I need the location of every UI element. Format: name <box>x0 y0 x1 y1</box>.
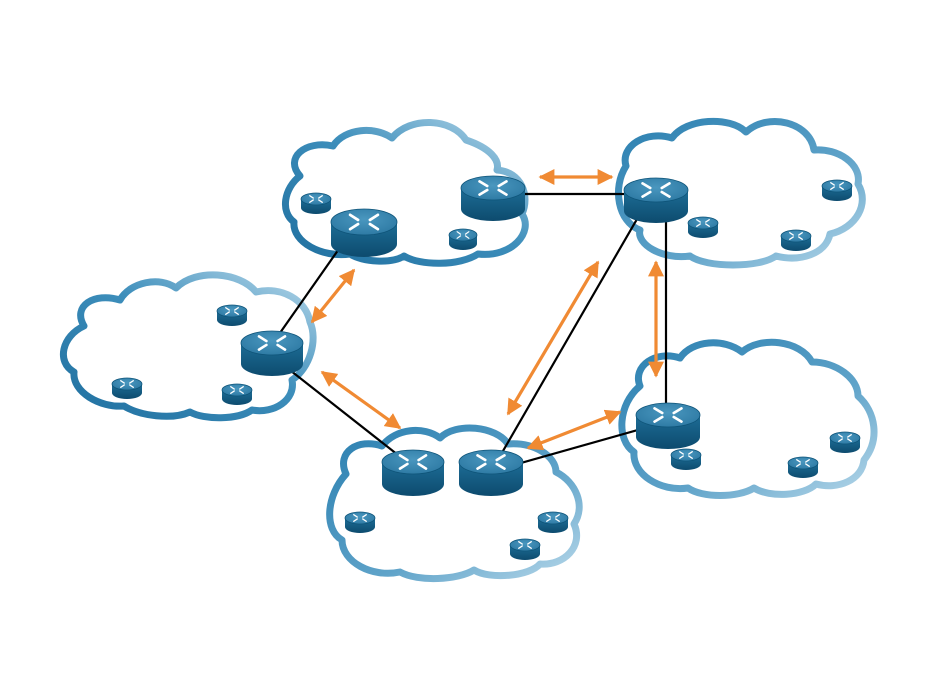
router-icon <box>787 456 819 478</box>
router-body <box>461 188 525 221</box>
router-icon <box>821 179 853 201</box>
router-top <box>537 511 569 525</box>
router-body <box>636 415 700 449</box>
router-top <box>216 304 248 318</box>
router-body <box>822 186 852 201</box>
router-top <box>300 192 332 206</box>
router-top <box>780 229 812 243</box>
router-icon <box>537 511 569 533</box>
router-icon <box>687 216 719 238</box>
router-top <box>344 511 376 525</box>
router-icon <box>829 431 861 453</box>
router-icon <box>635 402 701 449</box>
router-top <box>381 449 445 475</box>
cloud-icon <box>618 338 878 499</box>
router-top <box>458 449 524 475</box>
router-icon <box>448 228 478 250</box>
router-top <box>670 448 702 462</box>
router-mark <box>478 180 508 196</box>
router-icon <box>221 383 253 405</box>
router-body <box>217 311 247 326</box>
cloud-group <box>60 117 878 583</box>
network-link <box>267 235 349 351</box>
router-mark <box>838 434 852 442</box>
router-top <box>687 216 719 230</box>
router-body <box>688 223 718 238</box>
router-top <box>448 228 478 242</box>
router-icon <box>670 448 702 470</box>
router-top <box>111 377 143 391</box>
router-mark <box>679 451 693 459</box>
router-top <box>330 208 398 236</box>
router-icon <box>300 192 332 214</box>
router-body <box>222 390 252 405</box>
router-mark <box>789 232 803 240</box>
router-mark <box>225 307 239 315</box>
router-top <box>240 330 304 356</box>
router-icon <box>623 177 689 223</box>
bidirectional-arrow <box>506 260 600 416</box>
router-top <box>460 175 526 201</box>
router-body <box>788 463 818 478</box>
router-body <box>449 235 477 250</box>
router-body <box>830 438 860 453</box>
router-mark <box>348 213 380 231</box>
router-body <box>671 455 701 470</box>
router-icon <box>509 538 541 560</box>
router-top <box>623 177 689 203</box>
router-body <box>331 222 397 257</box>
router-icon <box>460 175 526 221</box>
cloud-icon <box>615 117 866 269</box>
router-mark <box>398 454 428 470</box>
router-top <box>821 179 853 193</box>
router-mark <box>476 454 506 470</box>
router-mark <box>230 386 244 394</box>
bidirectional-arrow <box>310 268 356 324</box>
router-icon <box>330 208 398 257</box>
router-icon <box>780 229 812 251</box>
router-top <box>635 402 701 428</box>
router-mark <box>696 219 710 227</box>
router-mark <box>353 514 367 522</box>
router-mark <box>796 459 810 467</box>
router-body <box>538 518 568 533</box>
router-body <box>345 518 375 533</box>
router-mark <box>641 182 671 198</box>
router-icon <box>344 511 376 533</box>
router-body <box>112 384 142 399</box>
router-body <box>510 545 540 560</box>
router-mark <box>456 231 470 239</box>
router-top <box>829 431 861 445</box>
router-body <box>624 190 688 223</box>
arrow-group <box>310 169 664 451</box>
bidirectional-arrow <box>320 370 402 430</box>
router-mark <box>309 195 323 203</box>
router-top <box>509 538 541 552</box>
bidirectional-arrow <box>526 409 622 451</box>
router-mark <box>257 335 287 351</box>
router-top <box>787 456 819 470</box>
router-top <box>221 383 253 397</box>
router-mark <box>120 380 134 388</box>
router-group <box>111 175 861 560</box>
router-icon <box>381 449 445 496</box>
router-icon <box>111 377 143 399</box>
router-body <box>781 236 811 251</box>
router-body <box>301 199 331 214</box>
router-mark <box>653 407 683 423</box>
router-body <box>241 343 303 376</box>
router-mark <box>518 541 532 549</box>
router-icon <box>216 304 248 326</box>
router-body <box>459 462 523 496</box>
cloud-icon <box>326 424 583 583</box>
cloud-icon <box>60 271 317 422</box>
router-icon <box>240 330 304 376</box>
router-body <box>382 462 444 496</box>
router-icon <box>458 449 524 496</box>
router-mark <box>546 514 560 522</box>
router-mark <box>830 182 844 190</box>
